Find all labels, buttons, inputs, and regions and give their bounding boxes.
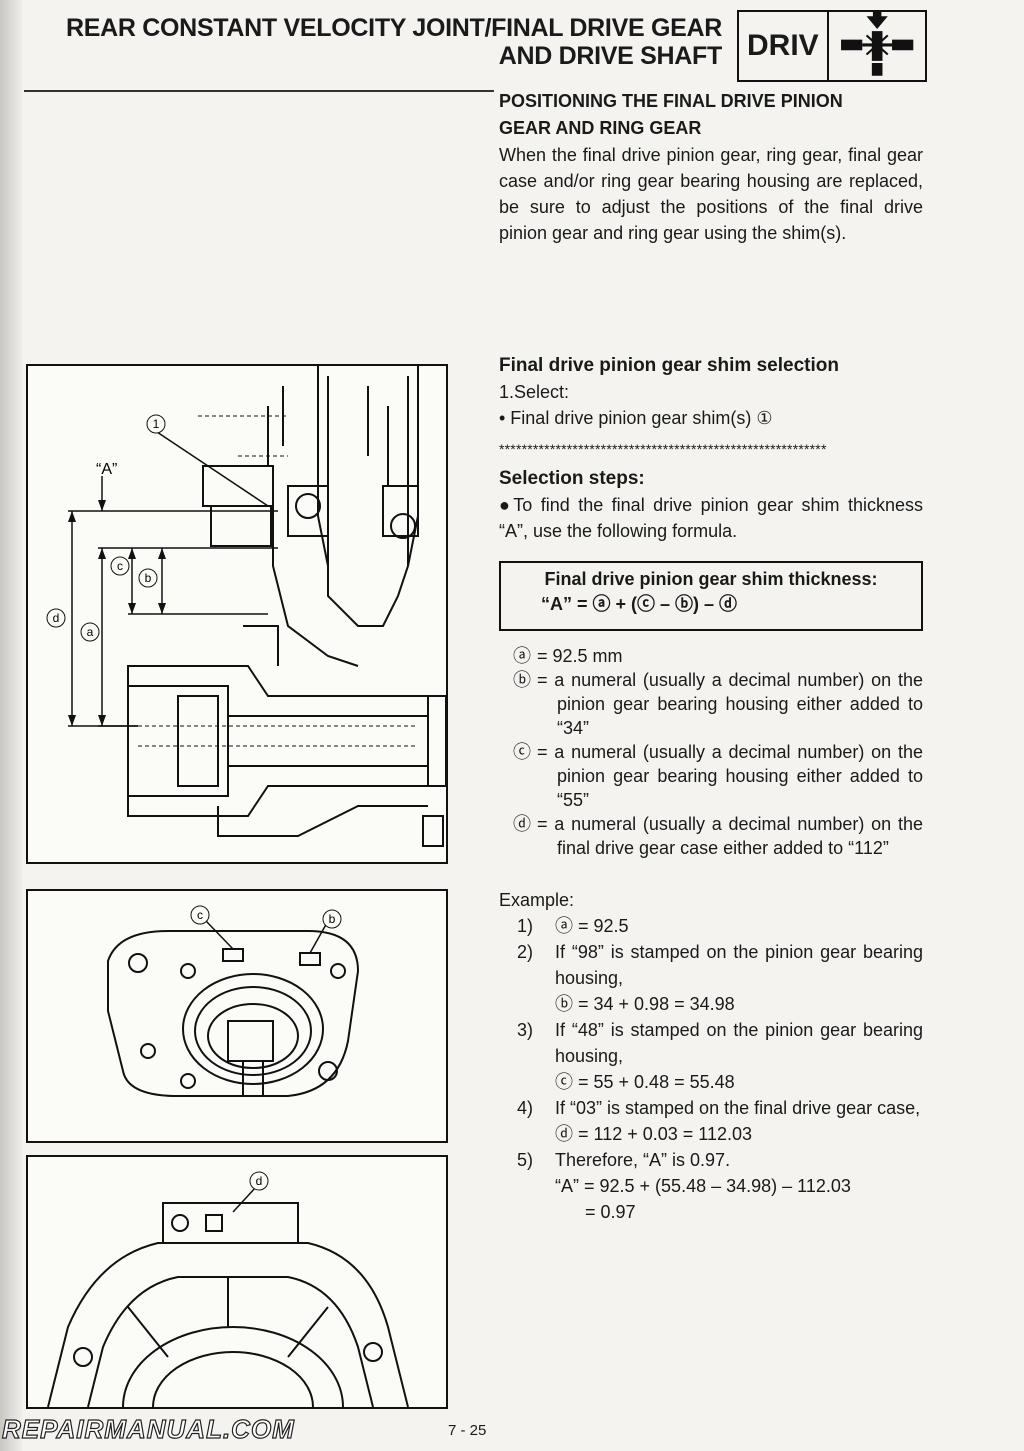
label-b: b [145, 571, 152, 585]
formula-box: Final drive pinion gear shim thickness: … [499, 561, 923, 631]
example-item: 2) If “98” is stamped on the pinion gear… [499, 939, 923, 1017]
drive-symbol-icon [829, 12, 925, 80]
example-line: ⓑ = 34 + 0.98 = 34.98 [555, 994, 735, 1014]
definition-item: ⓐ = 92.5 mm [513, 644, 923, 668]
header-title-line1: REAR CONSTANT VELOCITY JOINT/FINAL DRIVE… [66, 14, 722, 42]
label-d: d [256, 1174, 263, 1188]
watermark: REPAIRMANUAL.COM [1, 1413, 295, 1444]
example-text: If “03” is stamped on the final drive ge… [555, 1095, 923, 1147]
label-a: a [87, 625, 94, 639]
definition-key: ⓒ [513, 742, 531, 762]
section-shim-selection: Final drive pinion gear shim selection 1… [499, 352, 923, 544]
example-text: ⓐ = 92.5 [555, 913, 923, 939]
label-1: 1 [153, 417, 160, 431]
example-line: If “98” is stamped on the pinion gear be… [555, 942, 923, 988]
shim-selection-title: Final drive pinion gear shim selection [499, 355, 839, 376]
definitions-list: ⓐ = 92.5 mm ⓑ = a numeral (usually a dec… [513, 644, 923, 860]
example-line: Therefore, “A” is 0.97. [555, 1150, 731, 1170]
example-line: ⓓ = 112 + 0.03 = 112.03 [555, 1124, 752, 1144]
example-line: = 0.97 [585, 1202, 636, 1222]
example-number: 3) [517, 1020, 534, 1040]
definition-item: ⓒ = a numeral (usually a decimal number)… [513, 740, 923, 812]
definition-item: ⓑ = a numeral (usually a decimal number)… [513, 668, 923, 740]
page-number: 7 - 25 [448, 1422, 487, 1439]
section-positioning-title: POSITIONING THE FINAL DRIVE PINION GEAR … [499, 88, 923, 142]
example-text: If “98” is stamped on the pinion gear be… [555, 939, 923, 1017]
section-positioning-title-line2: GEAR AND RING GEAR [499, 118, 702, 138]
figure-cross-section: “A” 1 c b d a [26, 364, 448, 864]
definition-text: = a numeral (usually a decimal number) o… [537, 814, 923, 858]
figure-gear-case: d [26, 1155, 448, 1451]
definition-key: ⓐ [513, 646, 531, 666]
example-number: 1) [517, 916, 534, 936]
example-text: Therefore, “A” is 0.97. “A” = 92.5 + (55… [555, 1147, 923, 1225]
example-item: 1) ⓐ = 92.5 [499, 913, 923, 939]
definition-text: = a numeral (usually a decimal number) o… [537, 742, 923, 810]
label-A: “A” [96, 461, 117, 478]
stars-divider: ****************************************… [499, 441, 827, 457]
cross-section-drawing: “A” 1 c b d a [46, 366, 447, 847]
section-positioning: POSITIONING THE FINAL DRIVE PINION GEAR … [499, 88, 923, 246]
section-positioning-body: When the final drive pinion gear, ring g… [499, 145, 923, 243]
example-item: 5) Therefore, “A” is 0.97. “A” = 92.5 + … [499, 1147, 923, 1225]
example-item: 4) If “03” is stamped on the final drive… [499, 1095, 923, 1147]
example-line: ⓐ = 92.5 [555, 916, 629, 936]
example-line: If “03” is stamped on the final drive ge… [555, 1098, 921, 1118]
section-tag-box: DRIV [737, 10, 927, 82]
example-line: If “48” is stamped on the pinion gear be… [555, 1020, 923, 1066]
bearing-housing-drawing: c b [107, 905, 360, 1097]
gear-case-drawing: d [47, 1171, 409, 1451]
selection-steps-title: Selection steps: [499, 468, 645, 489]
definition-text: = 92.5 mm [537, 646, 623, 666]
section-tag: DRIV [739, 12, 829, 80]
formula-line1: Final drive pinion gear shim thickness: [544, 569, 878, 589]
section-positioning-title-line1: POSITIONING THE FINAL DRIVE PINION [499, 91, 843, 111]
header-rule [24, 90, 494, 92]
example-label: Example: [499, 890, 575, 910]
selection-steps-body: ●To find the final drive pinion gear shi… [499, 495, 923, 541]
label-c: c [117, 559, 123, 573]
header-title: REAR CONSTANT VELOCITY JOINT/FINAL DRIVE… [20, 14, 722, 70]
label-c: c [197, 908, 203, 922]
example-item: 3) If “48” is stamped on the pinion gear… [499, 1017, 923, 1095]
shim-selection-bullet: • Final drive pinion gear shim(s) ① [499, 408, 773, 428]
example-line: ⓒ = 55 + 0.48 = 55.48 [555, 1072, 735, 1092]
definition-text: = a numeral (usually a decimal number) o… [537, 670, 923, 738]
label-d: d [53, 611, 60, 625]
example-number: 5) [517, 1150, 534, 1170]
shim-selection-step: 1.Select: [499, 382, 570, 402]
example-number: 2) [517, 942, 534, 962]
definition-key: ⓓ [513, 814, 531, 834]
definition-item: ⓓ = a numeral (usually a decimal number)… [513, 812, 923, 860]
formula-line2: “A” = ⓐ + (ⓒ – ⓑ) – ⓓ [541, 594, 738, 614]
example-number: 4) [517, 1098, 534, 1118]
page-edge-shadow [0, 0, 22, 1451]
example-block: Example: 1) ⓐ = 92.5 2) If “98” is stamp… [499, 887, 923, 1225]
definition-key: ⓑ [513, 670, 531, 690]
figure-bearing-housing: c b [26, 889, 448, 1143]
header-title-line2: AND DRIVE SHAFT [498, 42, 723, 70]
example-line: “A” = 92.5 + (55.48 – 34.98) – 112.03 [555, 1176, 851, 1196]
label-b: b [329, 912, 336, 926]
example-text: If “48” is stamped on the pinion gear be… [555, 1017, 923, 1095]
